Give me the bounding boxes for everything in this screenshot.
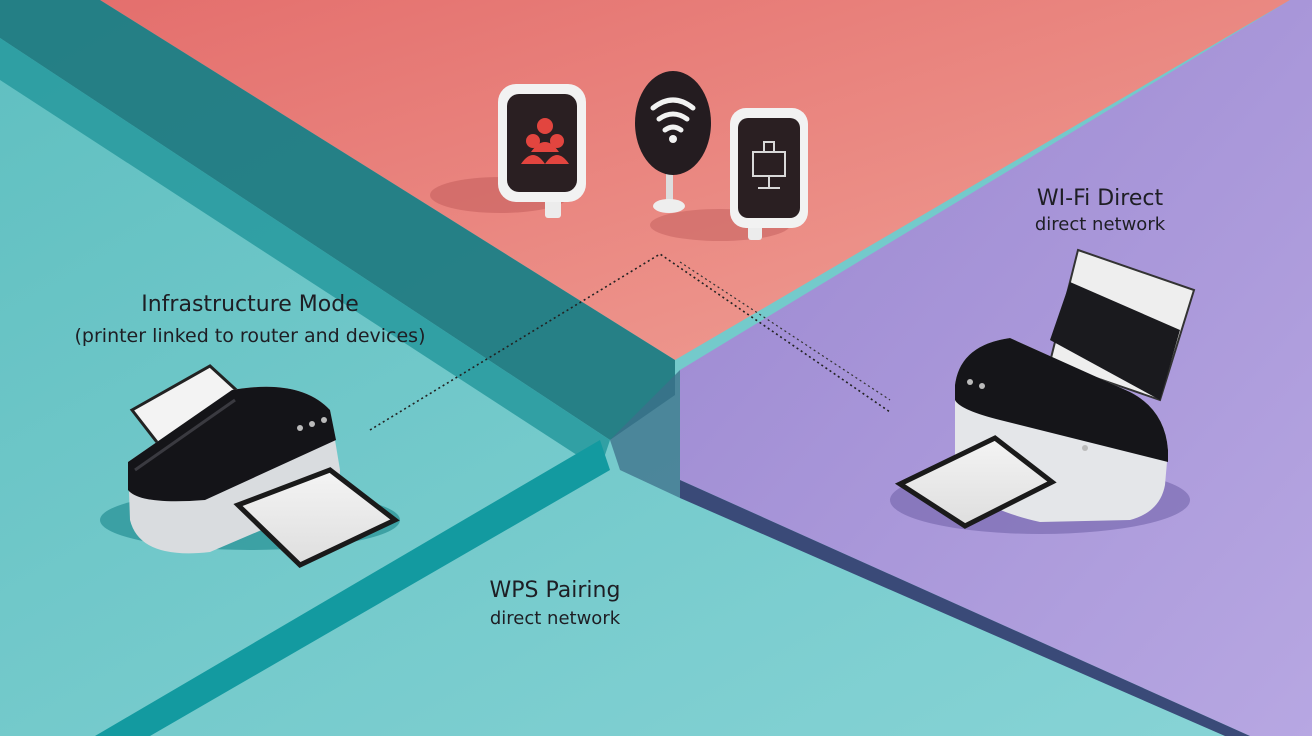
wps-pairing-title: WPS Pairing [489, 578, 621, 603]
wifi-direct-subtitle: direct network [1034, 214, 1166, 235]
coral-region [100, 0, 1290, 360]
wifi-direct-title: WI-Fi Direct [1036, 186, 1164, 211]
infrastructure-mode-title: Infrastructure Mode [141, 292, 359, 317]
purple-platform-edge [680, 480, 1250, 736]
infrastructure-mode-label: Infrastructure Mode (printer linked to r… [0, 292, 500, 347]
printer-right [890, 248, 1196, 534]
center-shadow [610, 370, 680, 498]
infrastructure-mode-subtitle: (printer linked to router and devices) [74, 325, 426, 347]
connection-line [369, 253, 891, 431]
network-icon [752, 141, 786, 189]
wifi-direct-label: WI-Fi Direct direct network [1010, 186, 1190, 235]
users-icon [521, 118, 569, 164]
users-sign [498, 84, 586, 218]
network-sign [730, 108, 808, 240]
teal-platform-edge [95, 440, 610, 736]
wps-pairing-subtitle: direct network [489, 608, 621, 629]
dark-band [0, 0, 675, 440]
wps-pairing-label: WPS Pairing direct network [460, 578, 650, 629]
wifi-sign [635, 71, 711, 213]
printer-left [100, 364, 400, 569]
connection-line [679, 261, 891, 401]
wifi-icon [650, 97, 696, 133]
dark-band-shade [0, 38, 610, 470]
